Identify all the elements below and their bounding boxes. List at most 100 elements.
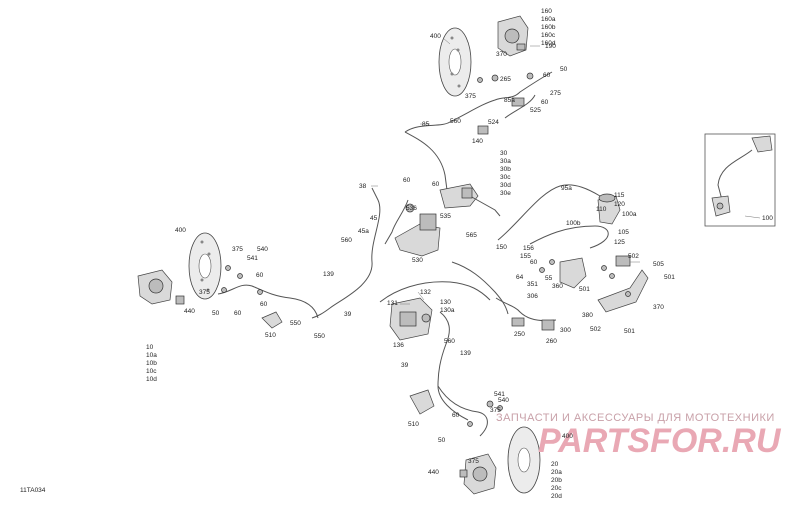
- part-label: 536: [406, 205, 417, 212]
- part-label: 525: [530, 107, 541, 114]
- stack-line: 160b: [541, 24, 556, 31]
- part-label: 260: [546, 338, 557, 345]
- stack-line: 160c: [541, 32, 556, 39]
- stack-line: 30c: [500, 174, 511, 181]
- part-label: 139: [460, 350, 471, 357]
- stack-line: 160: [541, 8, 552, 15]
- front-disc-left: [188, 232, 222, 300]
- part-label: 60: [260, 301, 268, 308]
- pedal-bracket: [559, 255, 649, 313]
- part-label: 560: [341, 237, 352, 244]
- part-label: 540: [498, 397, 509, 404]
- part-label: 541: [494, 391, 505, 398]
- part-label: 150: [496, 244, 507, 251]
- part-label: 125: [614, 239, 625, 246]
- part-label: 131: [387, 300, 398, 307]
- part-label: 375: [490, 407, 501, 414]
- brake-line-left: [217, 284, 319, 319]
- part-label: 95a: [561, 185, 572, 192]
- caliper-left: [137, 269, 185, 305]
- part-label: 540: [257, 246, 268, 253]
- stack-line: 160a: [541, 16, 556, 23]
- part-label: 155: [520, 253, 531, 260]
- stack-line: 160d: [541, 40, 556, 47]
- part-label: 550: [314, 333, 325, 340]
- part-label: 306: [527, 293, 538, 300]
- part-label: 39: [344, 311, 352, 318]
- part-label: 156: [523, 245, 534, 252]
- part-label: 110: [596, 206, 607, 213]
- stack-line: 20: [551, 461, 559, 468]
- part-label: 370: [653, 304, 664, 311]
- stack-line: 10a: [146, 352, 157, 359]
- part-label: 375: [232, 246, 243, 253]
- stack-line: 10d: [146, 376, 157, 383]
- part-label: 60: [543, 72, 551, 79]
- part-label: 39: [401, 362, 409, 369]
- part-label: 60: [256, 272, 264, 279]
- part-label: 502: [590, 326, 601, 333]
- part-label: 50: [438, 437, 446, 444]
- part-label: 375: [468, 458, 479, 465]
- part-label: 136: [393, 342, 404, 349]
- part-label: 541: [247, 255, 258, 262]
- part-label: 64: [516, 274, 524, 281]
- part-label: 360: [552, 283, 563, 290]
- diagram-code: 11TA034: [20, 487, 46, 494]
- caliper-bottom: [459, 453, 497, 495]
- stack-line: 20d: [551, 493, 562, 500]
- part-label: 120: [614, 201, 625, 208]
- part-label: 85a: [504, 97, 515, 104]
- part-label: 55: [545, 275, 553, 282]
- part-label: 560: [444, 338, 455, 345]
- part-label: 351: [527, 281, 538, 288]
- part-label: 535: [440, 213, 451, 220]
- stack-line: 30a: [500, 158, 511, 165]
- brake-line-top: [404, 71, 553, 133]
- stack-line: 30b: [500, 166, 511, 173]
- part-label: 501: [579, 286, 590, 293]
- part-label: 560: [450, 118, 461, 125]
- part-label: 501: [624, 328, 635, 335]
- stack-line: 10: [146, 344, 154, 351]
- part-label: 275: [550, 90, 561, 97]
- stack-line: 130: [440, 299, 451, 306]
- part-label: 400: [562, 433, 573, 440]
- part-label: 400: [175, 227, 186, 234]
- part-label: 510: [408, 421, 419, 428]
- part-label: 440: [184, 308, 195, 315]
- part-label: 505: [653, 261, 664, 268]
- part-label: 50: [560, 66, 568, 73]
- part-label: 140: [472, 138, 483, 145]
- part-label: 265: [500, 76, 511, 83]
- part-label: 100b: [566, 220, 581, 227]
- part-label: 510: [265, 332, 276, 339]
- stack-line: 30e: [500, 190, 511, 197]
- part-label: 85: [422, 121, 430, 128]
- part-label: 132: [420, 289, 431, 296]
- stack-line: 20a: [551, 469, 562, 476]
- part-label: 139: [323, 271, 334, 278]
- part-label: 60: [403, 177, 411, 184]
- stack-line: 10b: [146, 360, 157, 367]
- master-cylinder-right: [597, 193, 621, 225]
- rear-disc-bottom: [507, 426, 541, 494]
- part-label: 370: [496, 51, 507, 58]
- part-label: 115: [614, 192, 625, 199]
- part-label: 60: [452, 412, 460, 419]
- part-label: 60: [432, 181, 440, 188]
- watermark-tagline: ЗАПЧАСТИ И АКСЕССУАРЫ ДЛЯ МОТОТЕХНИКИ: [496, 412, 775, 424]
- brake-line-38: [311, 187, 381, 319]
- stack-line: 30d: [500, 182, 511, 189]
- part-label: 50: [212, 310, 220, 317]
- part-label: 100: [762, 215, 773, 222]
- abs-module: [389, 297, 433, 341]
- part-label: 501: [664, 274, 675, 281]
- watermark-logo: PARTSFOR.RU: [538, 422, 782, 460]
- stack-line: 130a: [440, 307, 455, 314]
